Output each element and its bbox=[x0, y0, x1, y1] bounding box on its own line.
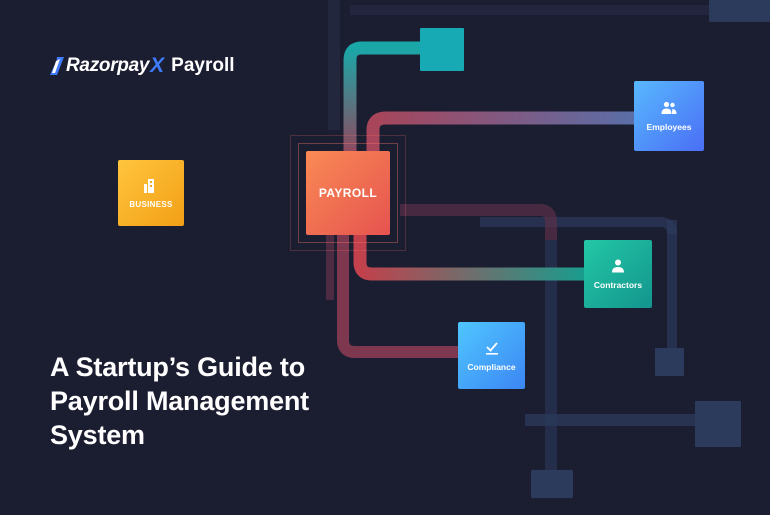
checkmark-icon bbox=[485, 341, 498, 355]
headline-line-2: Payroll Management bbox=[50, 386, 309, 416]
headline-line-1: A Startup’s Guide to bbox=[50, 352, 306, 382]
wire-payroll-employees bbox=[366, 111, 634, 151]
payroll-inner-frame bbox=[298, 143, 398, 243]
building-icon bbox=[144, 178, 154, 193]
wire-payroll-contractors bbox=[353, 235, 584, 281]
employees-node: Employees bbox=[634, 81, 704, 151]
headline-line-3: System bbox=[50, 420, 145, 450]
contractors-label: Contractors bbox=[593, 280, 643, 290]
business-node: BUSINESS bbox=[118, 160, 184, 226]
payroll-node: PAYROLL bbox=[306, 151, 390, 235]
razorpay-logo-mark-icon bbox=[50, 57, 64, 75]
wire-payroll-compliance bbox=[337, 235, 458, 358]
people-icon bbox=[661, 101, 677, 114]
navy-block-bottom bbox=[531, 470, 573, 498]
compliance-label: Compliance bbox=[467, 361, 516, 372]
navy-block-right bbox=[695, 401, 741, 447]
employees-label: Employees bbox=[646, 122, 692, 132]
brand-logo: Razorpay X Payroll bbox=[50, 54, 235, 78]
payroll-label: PAYROLL bbox=[318, 186, 378, 200]
navy-block-top-right bbox=[709, 0, 770, 22]
compliance-node: Compliance bbox=[458, 322, 525, 389]
contractors-node: Contractors bbox=[584, 240, 652, 308]
person-icon bbox=[612, 259, 624, 273]
brand-name: Razorpay bbox=[66, 55, 150, 76]
brand-x: X bbox=[150, 54, 165, 77]
teal-square-block bbox=[420, 28, 464, 71]
payroll-outer-frame bbox=[290, 135, 406, 251]
wire-bg-6 bbox=[480, 217, 677, 235]
headline: A Startup’s Guide to Payroll Management … bbox=[50, 350, 309, 452]
business-label: BUSINESS bbox=[129, 199, 173, 209]
navy-block-small bbox=[655, 348, 684, 376]
wire-payroll-teal bbox=[343, 41, 420, 151]
brand-product: Payroll bbox=[171, 55, 235, 76]
wire-bg-9 bbox=[400, 204, 557, 240]
